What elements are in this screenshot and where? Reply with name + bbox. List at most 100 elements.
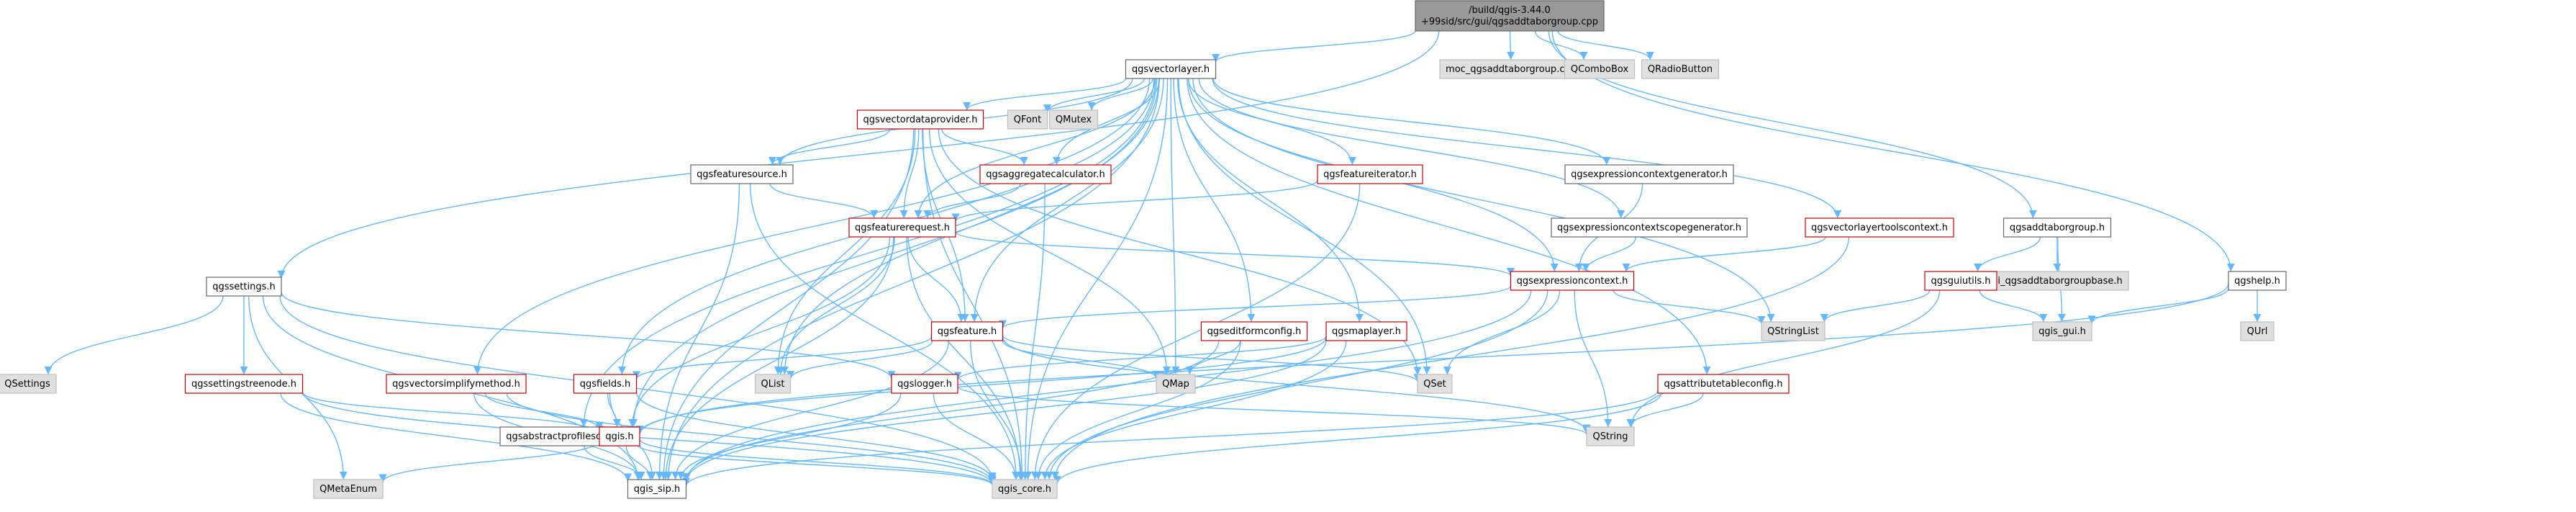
node-box xyxy=(992,479,1058,499)
node-moc[interactable]: moc_qgsaddtaborgroup.cpp xyxy=(1439,59,1583,79)
edge-logger-to-qgissip xyxy=(676,392,902,480)
node-qgissip[interactable]: qgis_sip.h xyxy=(627,479,687,499)
edge-feature-to-qmap xyxy=(1002,340,1161,379)
node-guiutils[interactable]: qgsguiutils.h xyxy=(1924,271,1997,291)
edge-feature-to-qgiscore xyxy=(970,340,1025,480)
node-exprctxgen[interactable]: qgsexpressioncontextgenerator.h xyxy=(1564,164,1734,184)
node-settings[interactable]: qgssettings.h xyxy=(206,277,282,297)
node-maplayer[interactable]: qgsmaplayer.h xyxy=(1325,321,1407,341)
node-exprctx[interactable]: qgsexpressioncontext.h xyxy=(1510,271,1635,291)
node-featuresource[interactable]: qgsfeaturesource.h xyxy=(690,164,794,184)
node-qradiobutton[interactable]: QRadioButton xyxy=(1641,59,1720,79)
node-box xyxy=(1564,59,1636,79)
node-qgis[interactable]: qgis.h xyxy=(599,426,640,446)
edge-vectorlayer-to-absprofile xyxy=(579,78,1156,428)
edge-vectorlayer-to-qstringlist xyxy=(1192,78,1775,323)
node-box xyxy=(0,374,57,394)
node-vdp[interactable]: qgsvectordataprovider.h xyxy=(856,109,984,130)
edge-root-to-moc xyxy=(1507,30,1515,60)
edge-vdp-to-featuresource xyxy=(768,128,891,166)
edge-editform-to-qgiscore xyxy=(1034,340,1241,480)
edge-qgis-to-qgissip xyxy=(625,445,655,480)
edge-attrtable-to-qstring xyxy=(1626,392,1704,428)
node-qstringlist[interactable]: QStringList xyxy=(1761,321,1826,341)
node-layer: /build/qgis-3.44.0+99sid/src/gui/qgsaddt… xyxy=(0,0,2287,499)
node-qstring[interactable]: QString xyxy=(1586,426,1635,446)
edge-featurerequest-to-exprctx xyxy=(955,231,1515,277)
node-qgisgui[interactable]: qgis_gui.h xyxy=(2032,321,2092,341)
edge-exprctx-to-qstringlist xyxy=(1613,289,1766,325)
edge-help-to-qgis xyxy=(635,283,2229,435)
node-box xyxy=(1641,59,1720,79)
node-help[interactable]: qgshelp.h xyxy=(2228,271,2287,291)
edge-vectorlayer-to-maplayer xyxy=(1177,78,1364,323)
node-label: qgsfeaturesource.h xyxy=(697,169,787,180)
node-box xyxy=(2240,321,2275,341)
edge-guiutils-to-qstringlist xyxy=(1820,289,1931,323)
node-addtab[interactable]: qgsaddtaborgroup.h xyxy=(2003,217,2112,238)
node-logger[interactable]: qgslogger.h xyxy=(891,374,958,394)
node-fields[interactable]: qgsfields.h xyxy=(573,374,638,394)
node-qfont[interactable]: QFont xyxy=(1007,109,1048,130)
edge-vectorlayer-to-exprctxgen xyxy=(1212,78,1611,166)
edge-absprofile-to-qgissip xyxy=(584,445,645,480)
node-box xyxy=(1415,0,1605,32)
node-attrtable[interactable]: qgsattributetableconfig.h xyxy=(1657,374,1790,394)
edge-vectorlayer-to-feature xyxy=(970,78,1164,323)
node-label: qgis_gui.h xyxy=(2038,326,2086,337)
node-box xyxy=(848,217,956,238)
node-qgiscore[interactable]: qgis_core.h xyxy=(992,479,1058,499)
node-featureiterator[interactable]: qgsfeatureiterator.h xyxy=(1317,164,1423,184)
node-box xyxy=(1761,321,1826,341)
edge-vectorlayer-to-qgissip xyxy=(664,78,1160,480)
node-qlist[interactable]: QList xyxy=(754,374,792,394)
edge-absprofile-to-qgiscore xyxy=(636,444,997,486)
edge-featuresource-to-featurerequest xyxy=(769,183,879,219)
node-label: QMetaEnum xyxy=(319,484,377,495)
node-box xyxy=(1007,109,1048,130)
node-box xyxy=(627,479,687,499)
node-vectorlayer[interactable]: qgsvectorlayer.h xyxy=(1125,59,1217,79)
node-simplify[interactable]: qgsvectorsimplifymethod.h xyxy=(386,374,527,394)
edge-maplayer-to-logger xyxy=(953,336,1327,380)
edge-exprctx-to-feature xyxy=(999,285,1512,329)
edge-root-to-addtab xyxy=(1548,30,2037,219)
node-box xyxy=(1657,374,1790,394)
node-qmap[interactable]: QMap xyxy=(1156,374,1196,394)
node-uiaddtab[interactable]: ui_qgsaddtaborgroupbase.h xyxy=(1985,271,2129,291)
edge-vectorlayer-to-vdp xyxy=(963,78,1127,111)
edge-vectorlayer-to-qfont xyxy=(1043,78,1145,113)
node-label: qgsvectorsimplifymethod.h xyxy=(392,379,520,390)
node-qcombobox[interactable]: QComboBox xyxy=(1564,59,1636,79)
edge-exprscope-to-exprctx xyxy=(1582,236,1636,272)
node-label: QMap xyxy=(1162,379,1189,390)
node-box xyxy=(1125,59,1217,79)
node-qset[interactable]: QSet xyxy=(1417,374,1453,394)
node-label: qgssettingstreenode.h xyxy=(191,379,296,390)
node-editform[interactable]: qgseditformconfig.h xyxy=(1200,321,1308,341)
node-label: qgsfields.h xyxy=(580,379,630,390)
edge-root-to-qcombobox xyxy=(1534,30,1588,60)
edge-settingstree-to-qgissip xyxy=(280,392,632,482)
node-featurerequest[interactable]: qgsfeaturerequest.h xyxy=(848,217,956,238)
node-box xyxy=(1551,217,1748,238)
edge-aggregate-to-featurerequest xyxy=(923,183,1021,219)
node-box xyxy=(1510,271,1635,291)
node-root[interactable]: /build/qgis-3.44.0+99sid/src/gui/qgsaddt… xyxy=(1415,0,1605,32)
edge-root-to-qradiobutton xyxy=(1557,30,1654,60)
node-exprscope[interactable]: qgsexpressioncontextscopegenerator.h xyxy=(1551,217,1748,238)
node-settingstree[interactable]: qgssettingstreenode.h xyxy=(184,374,304,394)
node-box xyxy=(206,277,282,297)
node-qurl[interactable]: QUrl xyxy=(2240,321,2275,341)
node-aggregate[interactable]: qgsaggregatecalculator.h xyxy=(979,164,1112,184)
node-qmutex[interactable]: QMutex xyxy=(1048,109,1099,130)
node-qsettings[interactable]: QSettings xyxy=(0,374,57,394)
node-label: qgis_sip.h xyxy=(634,484,680,495)
node-vltoolsctx[interactable]: qgsvectorlayertoolscontext.h xyxy=(1805,217,1954,238)
node-box xyxy=(1200,321,1308,341)
edge-vdp-to-aggregate xyxy=(941,128,1028,166)
node-box xyxy=(1564,164,1734,184)
node-qmetaenum[interactable]: QMetaEnum xyxy=(313,479,384,499)
node-feature[interactable]: qgsfeature.h xyxy=(930,321,1004,341)
